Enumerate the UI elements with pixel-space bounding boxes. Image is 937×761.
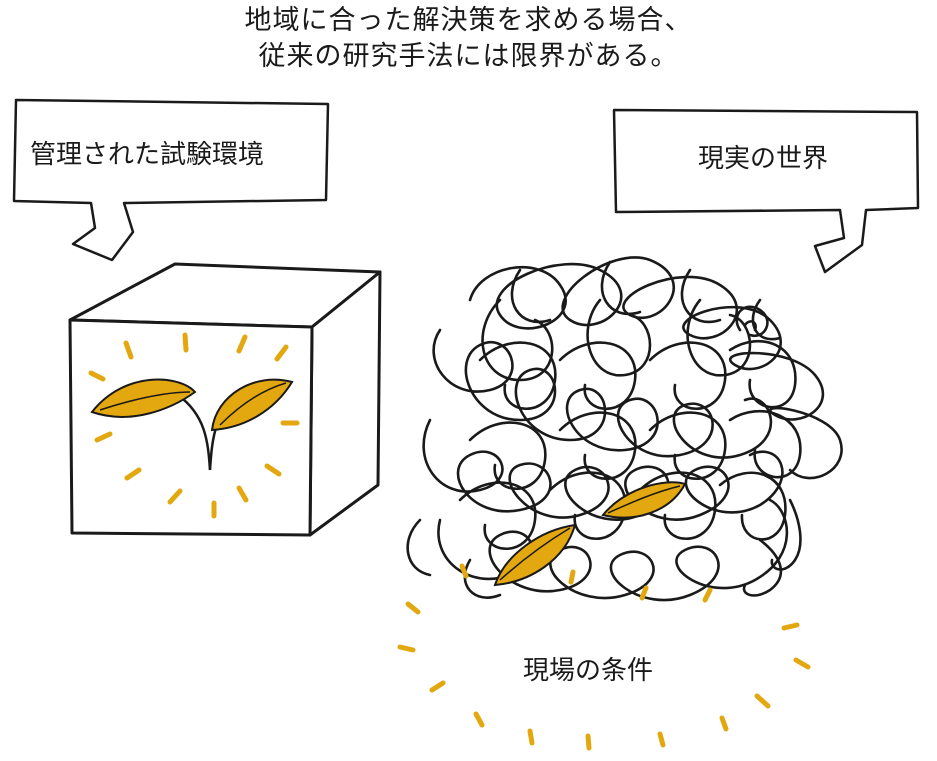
tangled-scribble	[406, 256, 843, 602]
glow-dashes	[88, 332, 300, 519]
field-conditions-label: 現場の条件	[523, 656, 654, 686]
title-line-2: 従来の研究手法には限界がある。	[258, 41, 679, 72]
right-callout-label: 現実の世界	[698, 144, 829, 174]
left-callout-label: 管理された試験環境	[30, 140, 265, 170]
test-environment-cube	[68, 262, 382, 537]
left-callout-bubble	[12, 98, 330, 262]
tangled-leaves-icon	[493, 481, 687, 587]
right-callout-bubble	[612, 108, 920, 274]
sprout-icon	[90, 378, 294, 471]
field-condition-dashes	[397, 563, 811, 751]
title-line-1: 地域に合った解決策を求める場合、	[244, 5, 693, 36]
